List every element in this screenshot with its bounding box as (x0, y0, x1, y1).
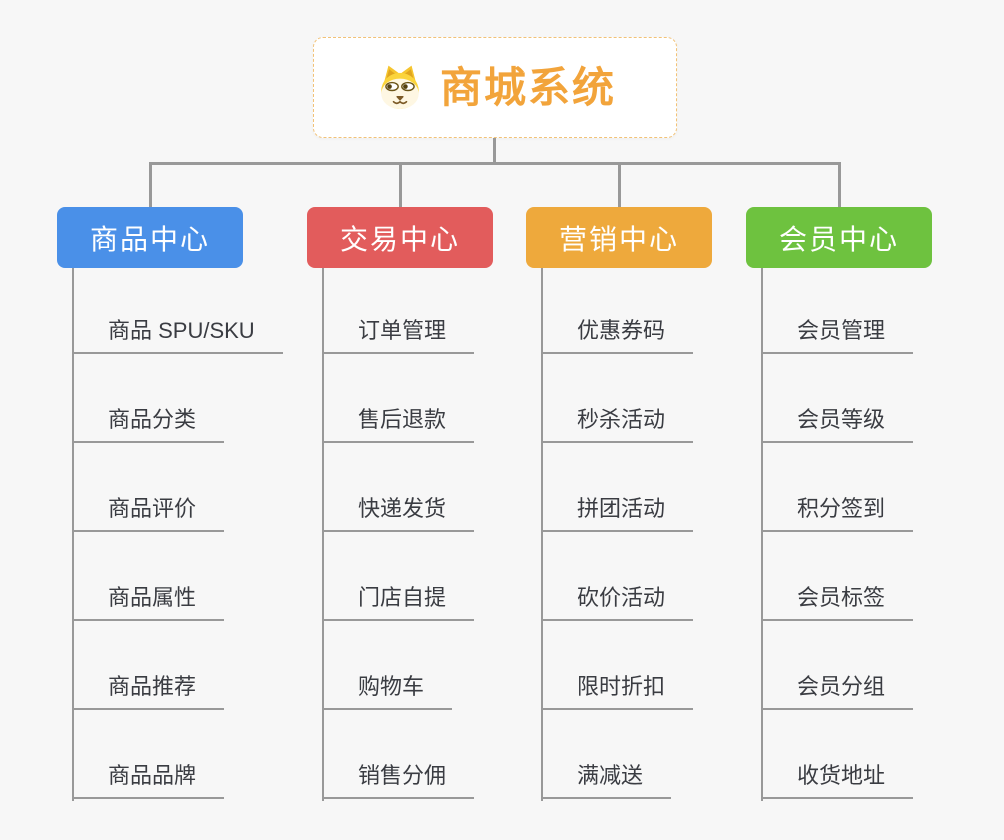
leaf-node[interactable]: 优惠券码 (543, 318, 694, 354)
leaf-node[interactable]: 门店自提 (324, 585, 475, 621)
branch-column: 商品 SPU/SKU 商品分类商品评价商品属性商品推荐商品品牌 (72, 268, 312, 801)
leaf-node[interactable]: 满减送 (543, 763, 672, 799)
connector-drop (148, 162, 152, 208)
leaf-node[interactable]: 商品 SPU/SKU (74, 318, 283, 354)
leaf-node[interactable]: 会员管理 (763, 318, 914, 354)
leaf-row: 购物车 (324, 621, 562, 710)
leaf-row: 商品推荐 (74, 621, 312, 710)
leaf-node[interactable]: 销售分佣 (324, 763, 475, 799)
leaf-row: 会员等级 (763, 354, 1001, 443)
connector-drop (398, 162, 402, 208)
leaf-row: 积分签到 (763, 443, 1001, 532)
leaf-row: 商品品牌 (74, 710, 312, 799)
leaf-row: 商品属性 (74, 532, 312, 621)
leaf-node[interactable]: 商品属性 (74, 585, 225, 621)
leaf-row: 拼团活动 (543, 443, 781, 532)
leaf-row: 商品评价 (74, 443, 312, 532)
leaf-node[interactable]: 商品品牌 (74, 763, 225, 799)
leaf-row: 会员分组 (763, 621, 1001, 710)
leaf-node[interactable]: 拼团活动 (543, 496, 694, 532)
leaf-row: 销售分佣 (324, 710, 562, 799)
leaf-row: 会员标签 (763, 532, 1001, 621)
leaf-node[interactable]: 订单管理 (324, 318, 475, 354)
leaf-node[interactable]: 砍价活动 (543, 585, 694, 621)
leaf-row: 砍价活动 (543, 532, 781, 621)
leaf-node[interactable]: 秒杀活动 (543, 407, 694, 443)
root-node[interactable]: 商城系统 (313, 37, 677, 138)
leaf-row: 优惠券码 (543, 268, 781, 354)
leaf-row: 收货地址 (763, 710, 1001, 799)
branch-column: 会员管理会员等级积分签到会员标签会员分组收货地址 (761, 268, 1001, 801)
connector-drop (617, 162, 621, 208)
leaf-node[interactable]: 会员标签 (763, 585, 914, 621)
leaf-row: 会员管理 (763, 268, 1001, 354)
leaf-node[interactable]: 会员分组 (763, 674, 914, 710)
leaf-row: 商品分类 (74, 354, 312, 443)
leaf-row: 门店自提 (324, 532, 562, 621)
leaf-node[interactable]: 售后退款 (324, 407, 475, 443)
leaf-node[interactable]: 限时折扣 (543, 674, 694, 710)
leaf-row: 快递发货 (324, 443, 562, 532)
leaf-node[interactable]: 积分签到 (763, 496, 914, 532)
leaf-row: 秒杀活动 (543, 354, 781, 443)
branch-column: 优惠券码秒杀活动拼团活动砍价活动限时折扣满减送 (541, 268, 781, 801)
branch-node[interactable]: 会员中心 (746, 207, 932, 268)
leaf-node[interactable]: 商品评价 (74, 496, 225, 532)
leaf-node[interactable]: 会员等级 (763, 407, 914, 443)
leaf-node[interactable]: 商品分类 (74, 407, 225, 443)
branch-node[interactable]: 商品中心 (57, 207, 243, 268)
leaf-node[interactable]: 购物车 (324, 674, 453, 710)
branch-column: 订单管理售后退款快递发货门店自提购物车销售分佣 (322, 268, 562, 801)
leaf-row: 售后退款 (324, 354, 562, 443)
branch-node[interactable]: 交易中心 (307, 207, 493, 268)
leaf-row: 满减送 (543, 710, 781, 799)
leaf-node[interactable]: 收货地址 (763, 763, 914, 799)
leaf-row: 订单管理 (324, 268, 562, 354)
leaf-row: 商品 SPU/SKU (74, 268, 312, 354)
leaf-row: 限时折扣 (543, 621, 781, 710)
connector-drop (837, 162, 841, 208)
branch-node[interactable]: 营销中心 (526, 207, 712, 268)
root-title: 商城系统 (439, 63, 616, 111)
connector-horizontal (150, 162, 840, 165)
leaf-node[interactable]: 快递发货 (324, 496, 475, 532)
leaf-node[interactable]: 商品推荐 (74, 674, 225, 710)
connector-root-stub (493, 138, 496, 164)
dog-face-icon (374, 62, 426, 114)
